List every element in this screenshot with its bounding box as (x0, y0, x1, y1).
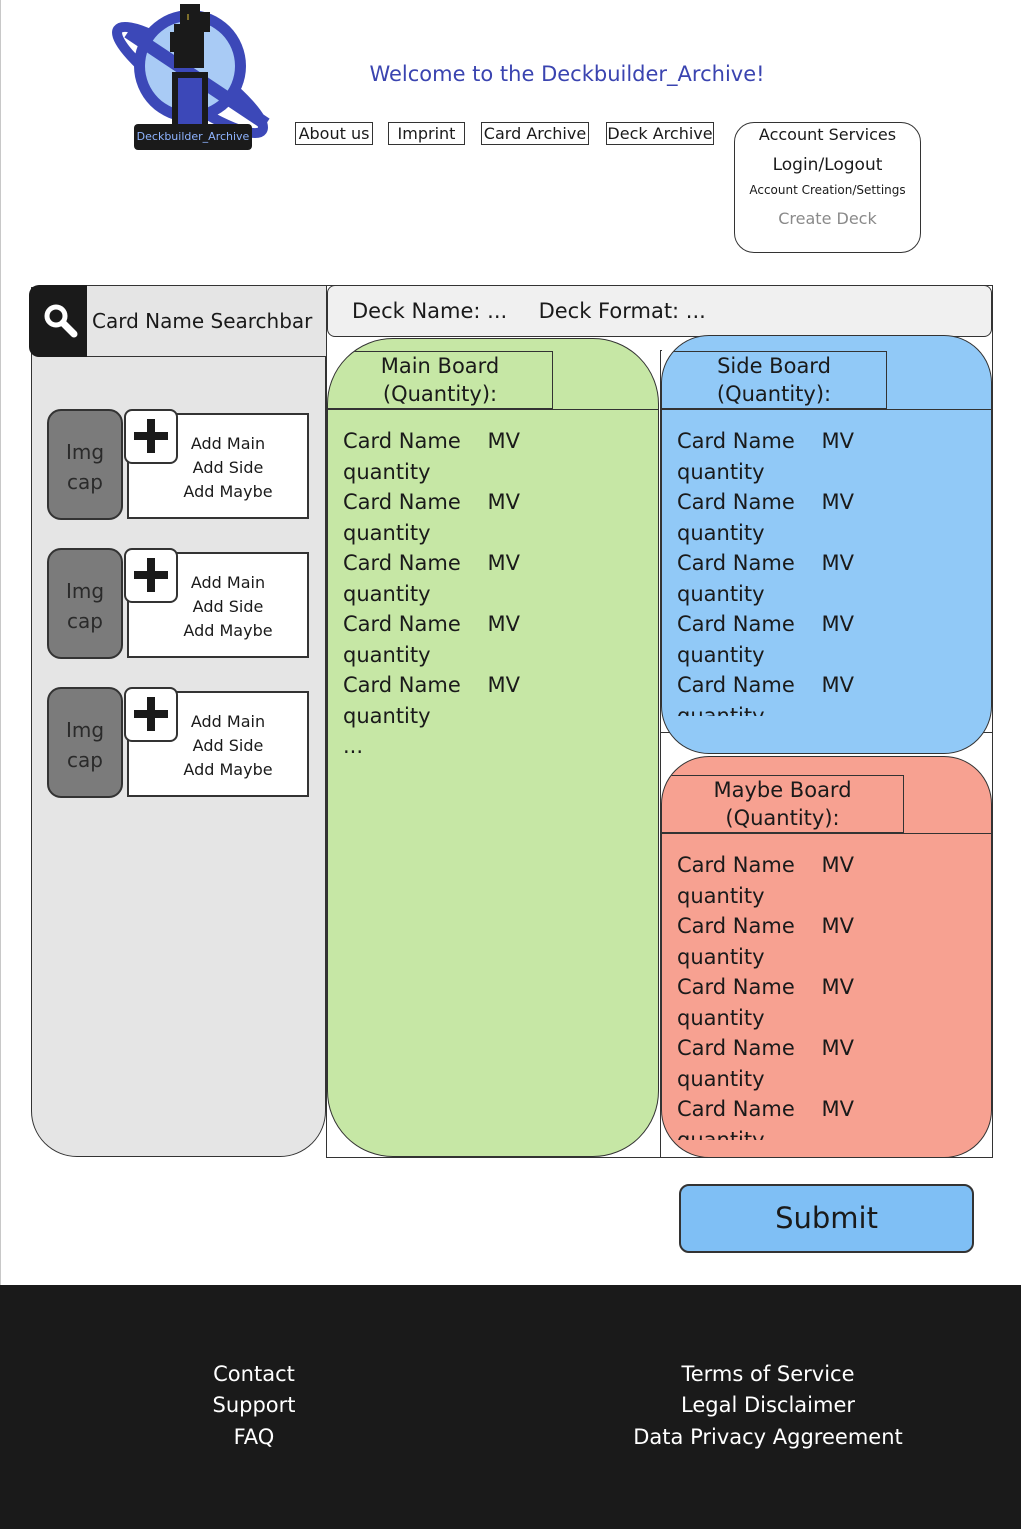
board-header-divider (328, 409, 658, 410)
card-image-caption: Img (65, 718, 105, 742)
card-image-caption: cap (67, 470, 103, 494)
maybe-board[interactable]: Maybe Board (Quantity): Card Name MV qua… (661, 756, 992, 1158)
add-main-button[interactable]: Add Main (190, 434, 266, 453)
add-main-button[interactable]: Add Main (190, 573, 266, 592)
plus-icon (134, 419, 168, 453)
card-add-actions: Add Main Add Side Add Maybe (127, 552, 309, 658)
deck-name-label[interactable]: Deck Name: ... (352, 299, 508, 323)
board-header-divider (662, 833, 991, 834)
search-button[interactable] (29, 285, 88, 357)
column-divider (660, 350, 661, 1157)
card-image-caption: cap (67, 609, 103, 633)
search-bar (87, 285, 326, 357)
nav-about-us[interactable]: About us (295, 122, 373, 145)
logo-text: Deckbuilder_Archive (134, 124, 252, 150)
add-maybe-button[interactable]: Add Maybe (183, 482, 273, 501)
card-image-placeholder[interactable]: Img cap (47, 687, 123, 798)
footer-disclaimer-link[interactable]: Legal Disclaimer (681, 1393, 855, 1417)
planet-tower-logo-icon (112, 4, 270, 139)
frame-line (660, 350, 662, 351)
account-services-title[interactable]: Account Services (758, 125, 897, 144)
plus-icon (134, 697, 168, 731)
add-maybe-button[interactable]: Add Maybe (183, 760, 273, 779)
deck-format-label[interactable]: Deck Format: ... (538, 299, 706, 323)
add-card-button[interactable] (124, 548, 178, 603)
footer-contact-link[interactable]: Contact (213, 1362, 295, 1386)
add-side-button[interactable]: Add Side (192, 597, 264, 616)
footer-terms-link[interactable]: Terms of Service (681, 1362, 855, 1386)
welcome-heading: Welcome to the Deckbuilder_Archive! (369, 62, 765, 86)
main-board-title: Main Board (Quantity): (328, 351, 553, 409)
plus-icon (134, 558, 168, 592)
nav-imprint[interactable]: Imprint (388, 122, 465, 145)
footer: Contact Support FAQ Terms of Service Leg… (0, 1285, 1021, 1529)
maybe-board-title: Maybe Board (Quantity): (662, 775, 904, 833)
add-side-button[interactable]: Add Side (192, 458, 264, 477)
board-header-divider (662, 409, 991, 410)
add-card-button[interactable] (124, 687, 178, 742)
card-image-caption: Img (65, 440, 105, 464)
footer-faq-link[interactable]: FAQ (233, 1425, 275, 1449)
add-main-button[interactable]: Add Main (190, 712, 266, 731)
add-card-button[interactable] (124, 409, 178, 464)
add-maybe-button[interactable]: Add Maybe (183, 621, 273, 640)
card-image-placeholder[interactable]: Img cap (47, 548, 123, 659)
card-image-caption: cap (67, 748, 103, 772)
footer-support-link[interactable]: Support (212, 1393, 296, 1417)
card-image-caption: Img (65, 579, 105, 603)
search-icon (44, 304, 78, 338)
add-side-button[interactable]: Add Side (192, 736, 264, 755)
login-logout-link[interactable]: Login/Logout (772, 155, 883, 175)
submit-button[interactable]: Submit (679, 1184, 974, 1253)
nav-card-archive[interactable]: Card Archive (481, 122, 589, 145)
side-board-title: Side Board (Quantity): (662, 351, 887, 409)
create-deck-link[interactable]: Create Deck (778, 209, 877, 228)
card-name-search-input[interactable] (87, 286, 326, 356)
page-edge (0, 0, 1, 1285)
account-creation-link[interactable]: Account Creation/Settings (749, 183, 906, 197)
logo[interactable]: Deckbuilder_Archive (108, 2, 276, 152)
main-board[interactable]: Main Board (Quantity): Card Name MV quan… (327, 338, 659, 1157)
footer-privacy-link[interactable]: Data Privacy Aggreement (633, 1425, 903, 1449)
account-services-menu: Account Services Login/Logout Account Cr… (734, 122, 921, 253)
deck-info-bar[interactable]: Deck Name: ... Deck Format: ... (327, 285, 992, 337)
nav-deck-archive[interactable]: Deck Archive (606, 122, 714, 145)
side-board-card-list[interactable]: Card Name MV quantity Card Name MV quant… (677, 429, 854, 716)
side-board[interactable]: Side Board (Quantity): Card Name MV quan… (661, 335, 992, 754)
main-board-card-list[interactable]: Card Name MV quantity Card Name MV quant… (343, 429, 520, 758)
maybe-board-card-list[interactable]: Card Name MV quantity Card Name MV quant… (677, 853, 854, 1140)
card-image-placeholder[interactable]: Img cap (47, 409, 123, 520)
